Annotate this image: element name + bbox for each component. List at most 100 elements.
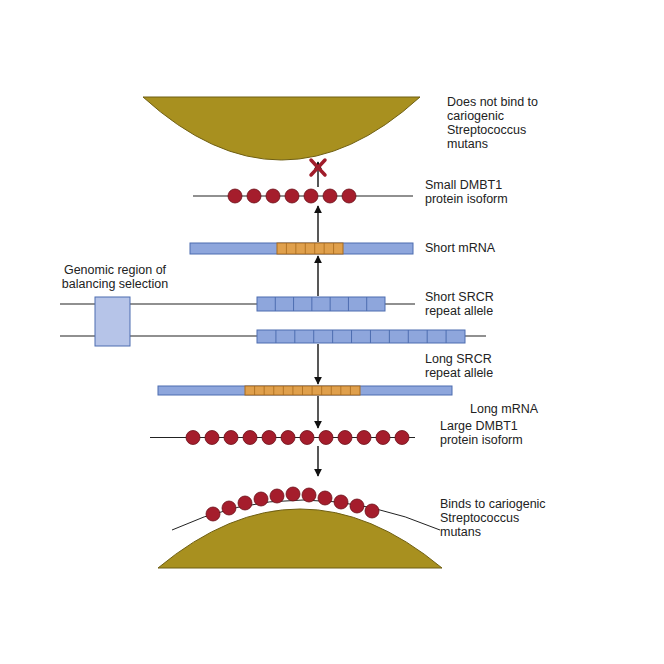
exon-divider	[292, 386, 293, 395]
exon-divider	[321, 386, 322, 395]
figure-allele: Long SRCR repeat allele	[257, 330, 465, 343]
bound-srcr-domain	[350, 499, 364, 513]
node-label: Long SRCR repeat allele	[425, 352, 510, 380]
bound-srcr-domain	[254, 492, 268, 506]
bound-srcr-domain	[206, 507, 220, 521]
repeat-array	[257, 297, 385, 311]
srcr-domain	[376, 431, 390, 445]
figure-region: Genomic region of balancing selection	[95, 297, 130, 346]
node-label: Binds to cariogenic Streptococcus mutans	[440, 497, 558, 539]
repeat-exons	[245, 386, 360, 395]
figure-mrna: Short mRNA	[190, 243, 413, 254]
exon-divider	[340, 386, 341, 395]
protein-backbone	[193, 195, 413, 196]
exon-divider	[305, 243, 306, 254]
figure-bact-top: Does not bind to cariogenic Streptococcu…	[143, 97, 420, 160]
srcr-domain	[247, 189, 261, 203]
node-label: Small DMBT1 protein isoform	[425, 178, 535, 206]
figure-allele: Short SRCR repeat allele	[257, 297, 385, 311]
srcr-domain	[281, 431, 295, 445]
repeat-divider	[332, 330, 333, 343]
bound-srcr-domain	[270, 489, 284, 503]
shape-art	[150, 430, 415, 445]
repeat-divider	[446, 330, 447, 343]
srcr-domain	[319, 431, 333, 445]
node-label: Long mRNA	[470, 402, 580, 416]
bound-srcr-domain	[365, 504, 379, 518]
repeat-divider	[427, 330, 428, 343]
bacterium-body	[143, 97, 420, 160]
exon-divider	[264, 386, 265, 395]
repeat-divider	[294, 330, 295, 343]
bound-srcr-domain	[318, 491, 332, 505]
bound-srcr-domain	[222, 501, 236, 515]
figure-protein: Large DMBT1 protein isoform	[150, 430, 415, 445]
shape-art	[150, 478, 450, 568]
repeat-divider	[293, 297, 294, 311]
srcr-domain	[186, 431, 200, 445]
node-label: Large DMBT1 protein isoform	[440, 419, 550, 447]
repeat-divider	[408, 330, 409, 343]
bound-srcr-domain	[286, 487, 300, 501]
block-cross	[311, 160, 325, 175]
mrna-bar	[190, 243, 413, 254]
shape-art	[257, 297, 385, 311]
repeat-divider	[275, 297, 276, 311]
node-label: Short SRCR repeat allele	[425, 290, 510, 318]
arrow-connector	[317, 344, 318, 384]
repeat-divider	[313, 330, 314, 343]
shape-art	[190, 243, 413, 254]
exon-divider	[350, 386, 351, 395]
repeat-divider	[348, 297, 349, 311]
node-label: Genomic region of balancing selection	[50, 263, 180, 291]
srcr-domain	[266, 189, 280, 203]
srcr-domain	[338, 431, 352, 445]
bound-srcr-domain	[238, 496, 252, 510]
arrow-connector	[317, 256, 318, 296]
exon-divider	[295, 243, 296, 254]
shape-art	[193, 188, 413, 204]
repeat-exons	[277, 243, 343, 254]
mrna-bar	[158, 386, 452, 395]
region-box	[95, 297, 130, 346]
srcr-domain	[300, 431, 314, 445]
arrow-connector	[317, 396, 318, 428]
repeat-array	[257, 330, 465, 343]
srcr-domain	[243, 431, 257, 445]
srcr-domain	[285, 189, 299, 203]
srcr-domain	[205, 431, 219, 445]
node-label: Does not bind to cariogenic Streptococcu…	[447, 95, 567, 151]
bound-srcr-domain	[302, 488, 316, 502]
repeat-divider	[389, 330, 390, 343]
srcr-domain	[224, 431, 238, 445]
repeat-divider	[275, 330, 276, 343]
shape-art	[95, 297, 130, 346]
repeat-divider	[370, 330, 371, 343]
repeat-divider	[351, 330, 352, 343]
srcr-domain	[395, 431, 409, 445]
exon-divider	[333, 243, 334, 254]
shape-art	[158, 386, 452, 395]
figure-protein: Small DMBT1 protein isoform	[193, 188, 413, 204]
exon-divider	[331, 386, 332, 395]
srcr-domain	[323, 189, 337, 203]
repeat-divider	[330, 297, 331, 311]
node-label: Short mRNA	[425, 241, 535, 255]
arrow-connector	[317, 446, 318, 476]
shape-art	[257, 330, 465, 343]
figure-bact-bottom: Binds to cariogenic Streptococcus mutans	[150, 478, 450, 568]
srcr-domain	[342, 189, 356, 203]
exon-divider	[286, 243, 287, 254]
srcr-domain	[262, 431, 276, 445]
srcr-domain	[228, 189, 242, 203]
exon-divider	[324, 243, 325, 254]
srcr-domain	[357, 431, 371, 445]
bound-srcr-domain	[334, 495, 348, 509]
figure-mrna: Long mRNA	[158, 386, 452, 395]
exon-divider	[283, 386, 284, 395]
cell-wall	[172, 500, 440, 530]
shape-art	[143, 97, 420, 160]
srcr-domain	[304, 189, 318, 203]
